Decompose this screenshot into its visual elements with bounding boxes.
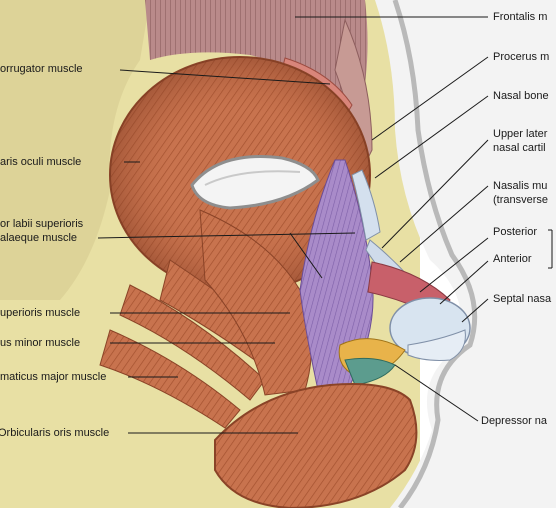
orbicularis-oculi-label: aris oculi muscle: [0, 156, 82, 168]
procerus-label: Procerus m: [493, 51, 550, 63]
septal-nasal-label: Septal nasa: [493, 293, 552, 305]
right-leader-lines: [295, 16, 553, 422]
nasal-bone-label: Nasal bone: [493, 90, 549, 102]
orbicularis-oris-label: Orbicularis oris muscle: [0, 427, 110, 439]
posterior-label: Posterior: [493, 226, 538, 238]
corrugator-label: orrugator muscle: [0, 63, 83, 75]
labii-superioris-label: uperioris muscle: [0, 307, 81, 319]
septal-nasal-cartilage: [407, 329, 466, 361]
zygomaticus-minor-label: us minor muscle: [0, 337, 81, 349]
nasalis-label-line2: (transverse: [493, 194, 549, 206]
frontalis-muscle: [145, 0, 368, 110]
nasal-bone: [351, 169, 381, 241]
levator-labii-alaeque-label-line1: or labii superioris: [0, 218, 84, 230]
levator-labii-alaeque-label-line2: alaeque muscle: [0, 232, 78, 244]
skin-edge: [392, 0, 478, 508]
nasalis-label-line1: Nasalis mu: [493, 180, 548, 192]
frontalis-label: Frontalis m: [493, 11, 548, 23]
upper-lateral-cartilage-label-line2: nasal cartil: [493, 142, 546, 154]
orbicularis-oris-muscle: [214, 383, 418, 508]
zygomaticus-major-label: matic­us major muscle: [0, 371, 107, 383]
dark-fat-left: [0, 0, 150, 300]
anterior-label: Anterior: [493, 253, 532, 265]
depressor-nasal-label: Depressor na: [481, 415, 548, 427]
upper-lateral-cartilage-label-line1: Upper later: [493, 128, 548, 140]
eye-opening: [190, 155, 320, 210]
left-leader-lines: [97, 69, 356, 434]
